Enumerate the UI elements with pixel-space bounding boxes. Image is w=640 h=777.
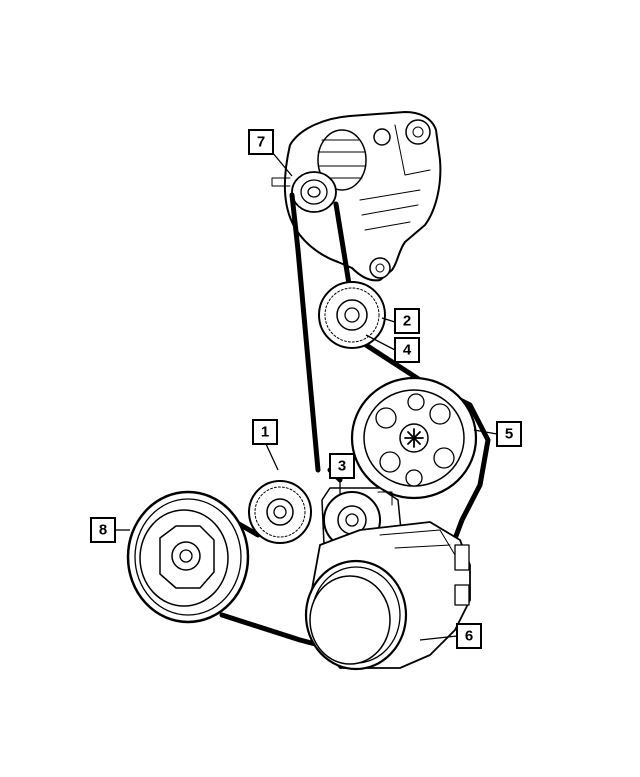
callout-8-label: 8 <box>99 522 107 539</box>
callout-3: 3 <box>329 453 355 479</box>
callout-2-label: 2 <box>403 313 411 330</box>
callout-1-label: 1 <box>261 424 269 441</box>
callout-1: 1 <box>252 419 278 445</box>
idler-pulley-left <box>248 480 312 544</box>
callout-3-label: 3 <box>338 458 346 475</box>
power-steering-pump-pulley <box>350 376 478 500</box>
generator <box>271 111 442 282</box>
callout-8: 8 <box>90 517 116 543</box>
callout-5-label: 5 <box>505 426 513 443</box>
callout-4: 4 <box>394 337 420 363</box>
tensioner-upper-pulley <box>318 281 386 349</box>
callout-6: 6 <box>456 623 482 649</box>
ac-compressor <box>304 521 471 671</box>
leader-lines <box>115 151 498 641</box>
callout-7: 7 <box>248 129 274 155</box>
callout-6-label: 6 <box>465 628 473 645</box>
callout-4-label: 4 <box>403 342 412 359</box>
crankshaft-damper <box>126 490 250 624</box>
callout-5: 5 <box>496 421 522 447</box>
callout-7-label: 7 <box>257 134 265 151</box>
callout-2: 2 <box>394 308 420 334</box>
